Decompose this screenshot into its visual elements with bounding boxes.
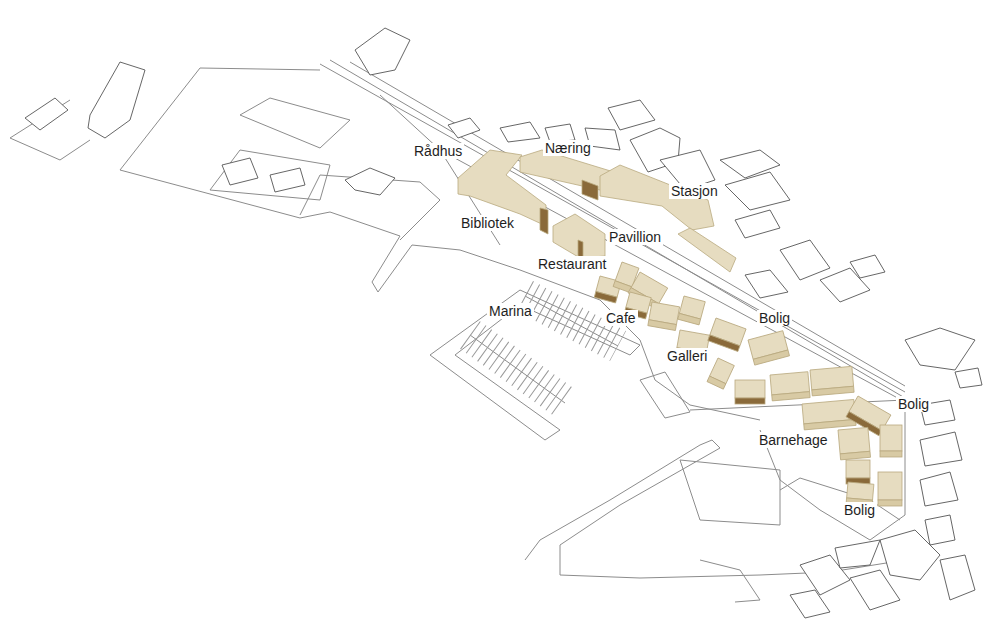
place-label: Bolig <box>896 396 931 412</box>
new-buildings <box>458 150 736 272</box>
place-label: Rådhus <box>412 143 464 159</box>
site-outline <box>10 60 905 602</box>
place-label: Marina <box>487 303 534 319</box>
place-label: Stasjon <box>669 183 720 199</box>
place-label: Næring <box>543 140 593 156</box>
place-label: Restaurant <box>536 256 608 272</box>
place-label: Barnehage <box>757 432 830 448</box>
place-label: Pavillion <box>607 229 663 245</box>
place-label: Galleri <box>665 348 709 364</box>
place-label: Cafe <box>604 310 638 326</box>
place-label: Bibliotek <box>459 215 516 231</box>
place-label: Bolig <box>842 502 877 518</box>
existing-buildings <box>25 28 982 618</box>
marina-piers <box>470 296 618 403</box>
new-housing <box>594 262 902 506</box>
place-label: Bolig <box>757 310 792 326</box>
